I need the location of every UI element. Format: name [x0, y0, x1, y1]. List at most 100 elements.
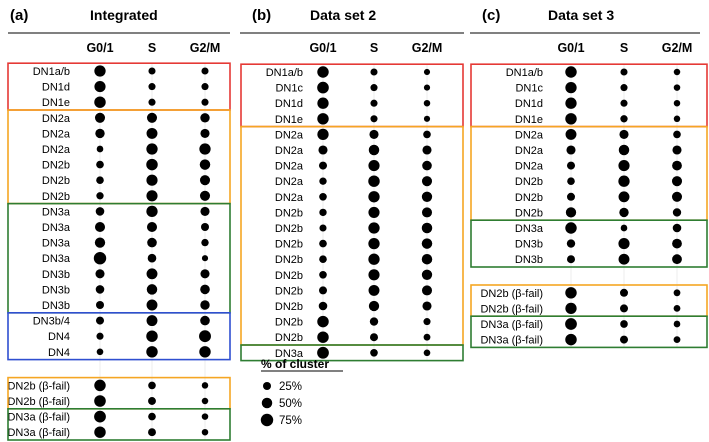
data-dot: [618, 160, 630, 172]
column-header: S: [148, 41, 156, 55]
data-dot: [369, 129, 379, 139]
data-dot: [317, 66, 329, 78]
row-label: DN2a: [275, 192, 304, 204]
data-dot: [94, 96, 106, 108]
row-label: DN3a (β-fail): [7, 427, 70, 439]
data-dot: [567, 177, 575, 186]
data-dot: [618, 238, 630, 250]
data-dot: [148, 67, 156, 75]
data-dot: [94, 112, 106, 123]
data-dot: [318, 301, 328, 311]
row-label: DN1c: [515, 83, 543, 95]
data-dot: [673, 289, 681, 297]
data-dot: [368, 300, 380, 312]
data-dot: [199, 159, 211, 170]
cluster-box: [470, 219, 708, 268]
row-label: DN3a: [42, 253, 71, 265]
data-dot: [319, 192, 327, 201]
row-label: DN1d: [515, 98, 543, 110]
data-dot: [319, 177, 327, 185]
data-dot: [566, 145, 576, 155]
data-dot: [146, 143, 158, 155]
data-dot: [368, 284, 380, 296]
data-dot: [94, 426, 106, 438]
data-dot: [200, 284, 210, 295]
data-dot: [565, 318, 577, 330]
cluster-box: [240, 344, 464, 362]
data-dot: [199, 330, 211, 343]
data-dot: [201, 83, 209, 91]
data-dot: [671, 176, 683, 187]
data-dot: [200, 113, 210, 123]
data-dot: [672, 208, 682, 217]
row-label: DN3a: [275, 348, 304, 360]
row-label: DN2a: [275, 129, 304, 141]
data-dot: [673, 115, 681, 123]
row-label: DN2b (β-fail): [7, 380, 70, 392]
row-label: DN2b: [275, 207, 303, 219]
row-label: DN2b (β-fail): [480, 288, 543, 300]
data-dot: [423, 84, 431, 91]
data-dot: [370, 348, 378, 357]
data-dot: [423, 68, 431, 76]
data-dot: [96, 348, 104, 356]
data-dot: [673, 304, 681, 312]
data-dot: [318, 161, 328, 170]
data-dot: [94, 410, 106, 423]
row-label: DN1e: [42, 97, 70, 109]
legend-dot: [260, 413, 274, 427]
legend-title: % of cluster: [261, 357, 329, 371]
row-label: DN2a: [42, 144, 71, 156]
legend-label: 50%: [279, 398, 302, 410]
data-dot: [94, 65, 106, 77]
data-dot: [618, 191, 630, 203]
data-dot: [368, 175, 380, 187]
row-label: DN2b: [275, 332, 303, 344]
data-dot: [148, 397, 156, 405]
data-dot: [147, 253, 157, 263]
data-dot: [148, 83, 156, 91]
data-dot: [319, 270, 327, 279]
data-dot: [94, 395, 106, 407]
data-dot: [423, 99, 431, 107]
row-label: DN2b: [275, 285, 303, 297]
data-dot: [618, 175, 630, 187]
data-dot: [201, 67, 209, 75]
column-header: G2/M: [412, 41, 443, 55]
cluster-box: [470, 125, 708, 221]
data-dot: [201, 238, 209, 247]
data-dot: [423, 318, 431, 326]
data-dot: [566, 255, 576, 264]
data-dot: [146, 158, 158, 171]
data-dot: [565, 287, 577, 299]
legend-dot: [262, 381, 272, 391]
data-dot: [368, 237, 380, 250]
data-dot: [422, 145, 432, 155]
data-dot: [94, 237, 106, 248]
row-label: DN3b: [42, 300, 70, 312]
row-label: DN1d: [42, 82, 70, 94]
data-dot: [317, 81, 329, 94]
data-dot: [618, 144, 630, 156]
data-dot: [368, 206, 380, 218]
data-dot: [565, 66, 577, 78]
data-dot: [201, 397, 209, 405]
column-header: G0/1: [557, 41, 584, 55]
row-label: DN3b/4: [33, 316, 70, 328]
data-dot: [93, 252, 107, 265]
data-dot: [618, 253, 630, 265]
data-dot: [566, 192, 576, 201]
data-dot: [673, 84, 681, 91]
data-dot: [565, 128, 577, 140]
data-dot: [369, 317, 379, 326]
data-dot: [200, 300, 210, 310]
data-dot: [317, 331, 329, 343]
data-dot: [619, 207, 629, 218]
data-dot: [370, 84, 378, 92]
row-label: DN2a: [275, 161, 304, 173]
panel-tag: (b): [252, 7, 271, 24]
legend-dot: [261, 397, 273, 409]
data-dot: [317, 97, 329, 109]
row-label: DN2b: [275, 301, 303, 313]
row-label: DN2b: [42, 175, 70, 187]
